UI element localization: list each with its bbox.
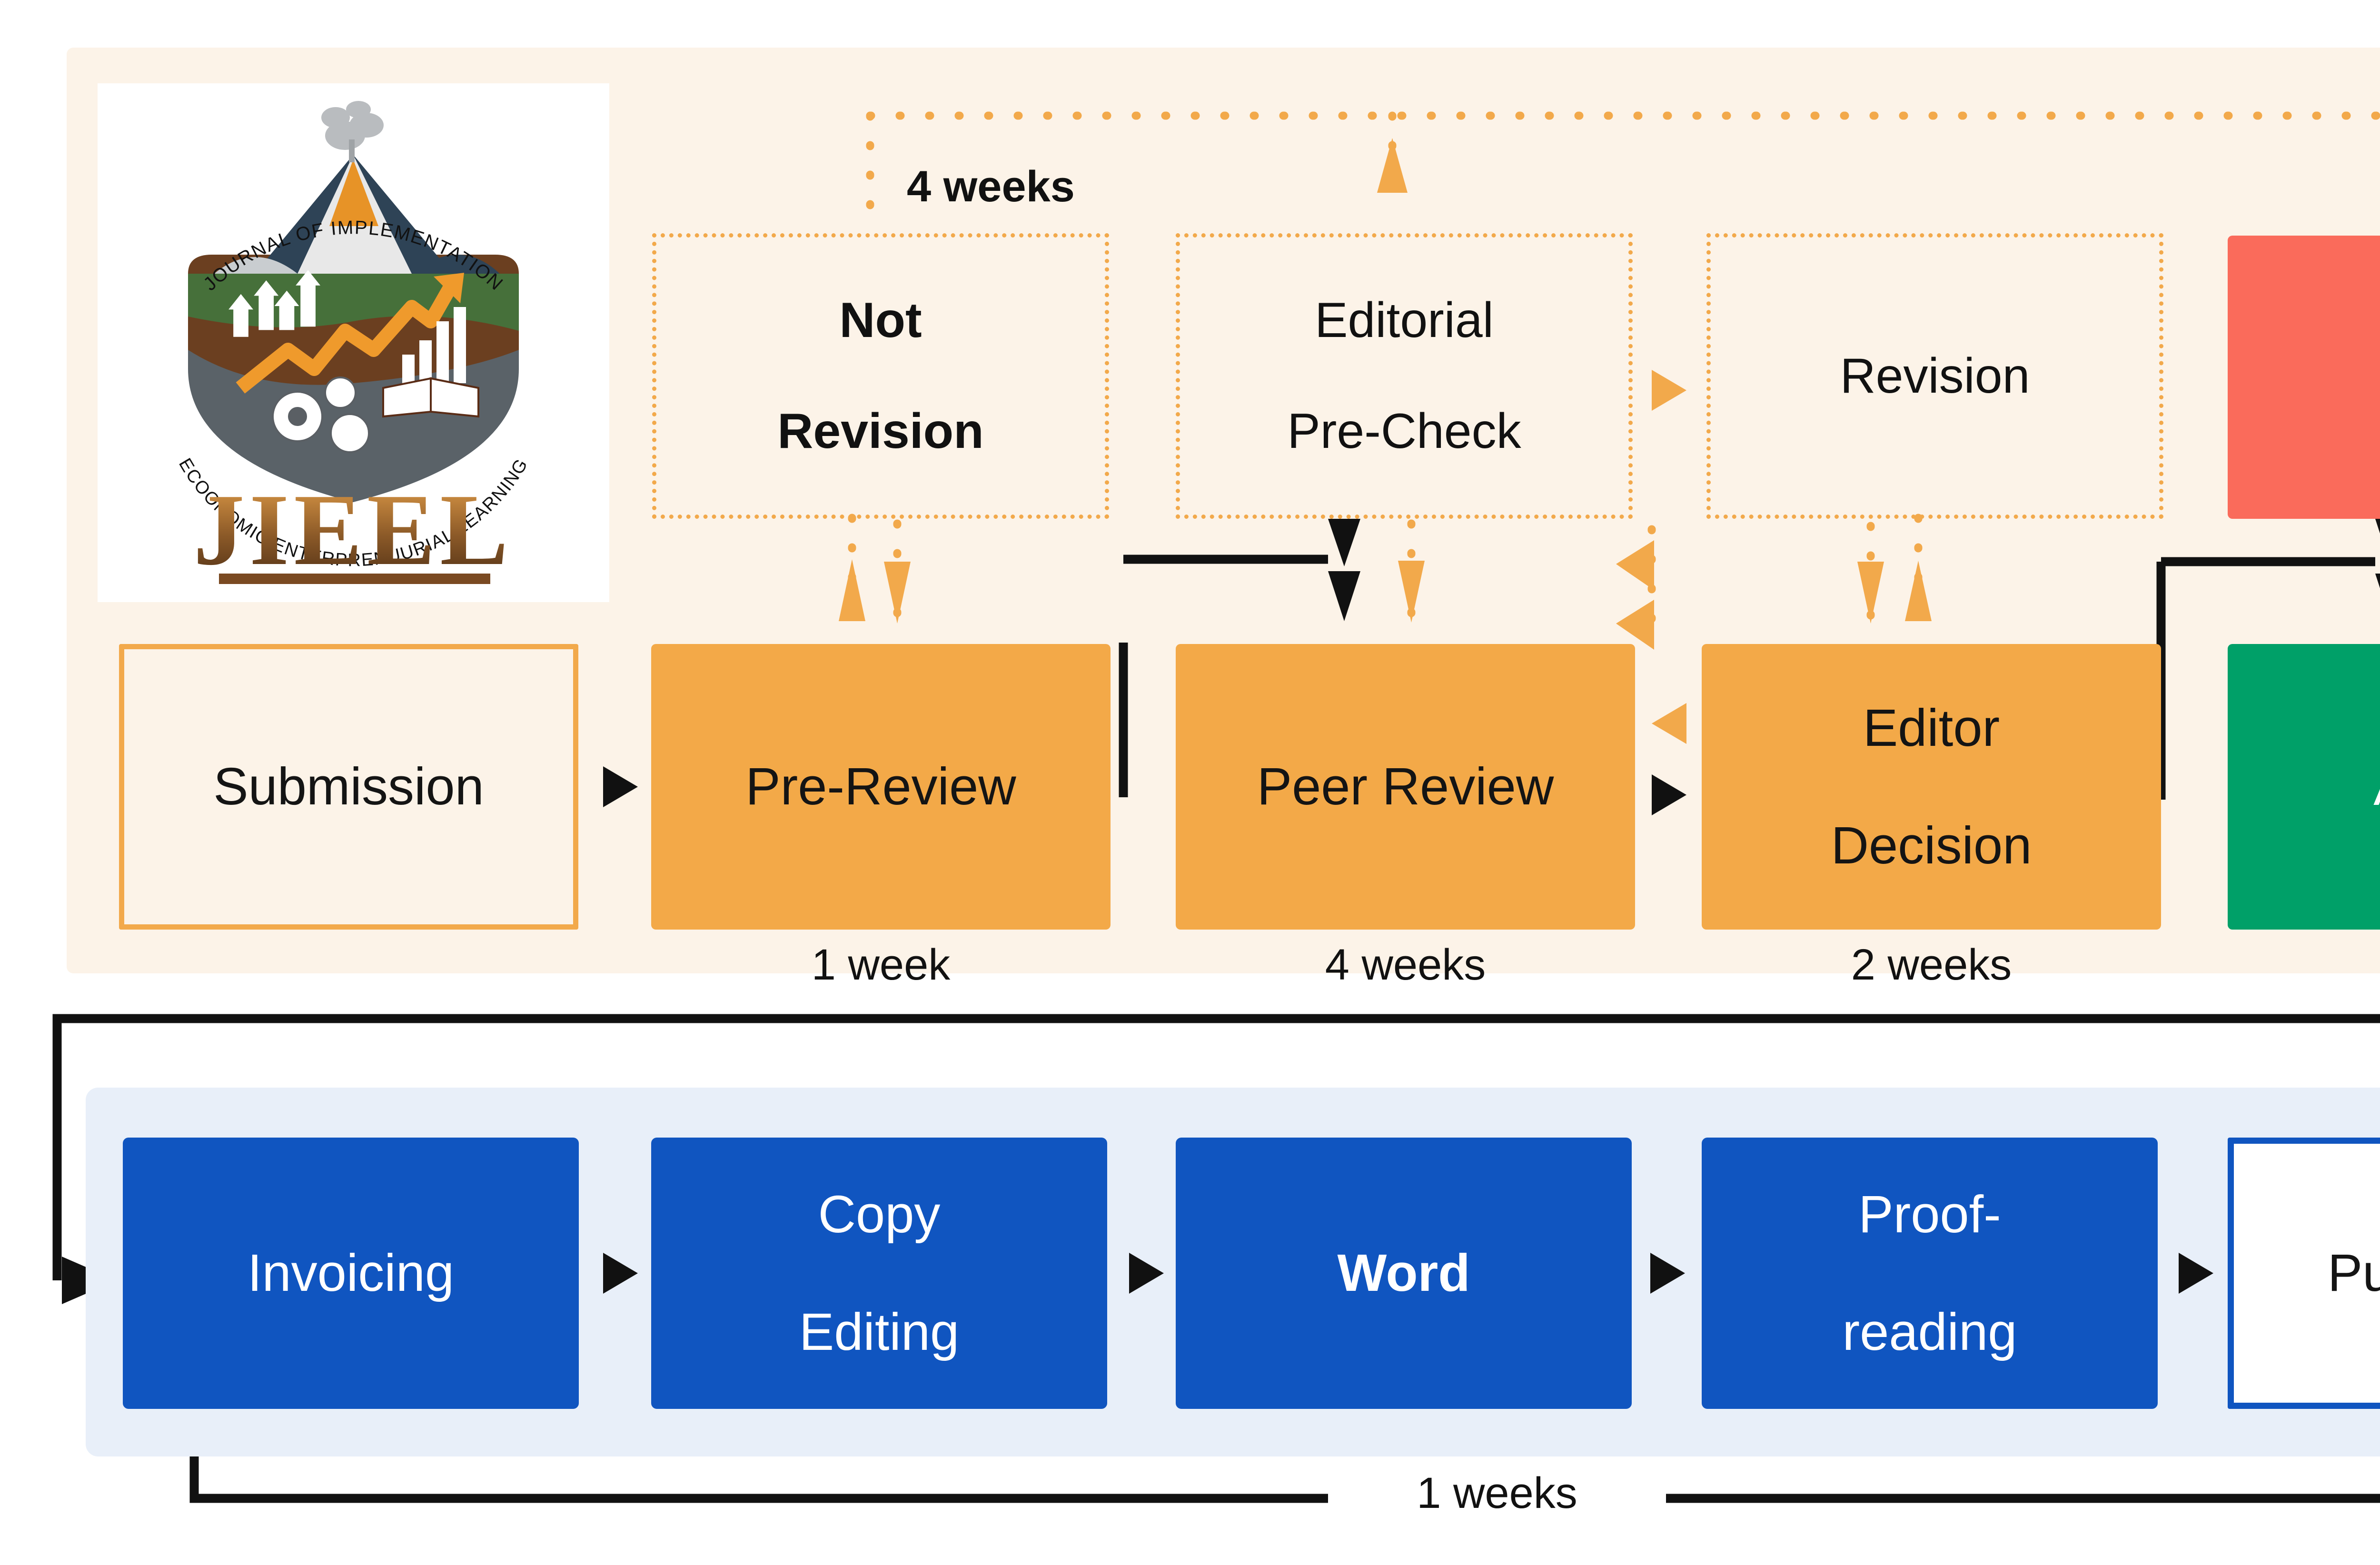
node-copy-editing[interactable]: Copy Editing [651, 1138, 1107, 1409]
node-submission-label: Submission [213, 757, 484, 816]
arrow-editorial-to-revision-icon [1652, 370, 1686, 411]
node-copy-editing-line1: Copy [818, 1185, 941, 1244]
node-copy-editing-line2: Editing [799, 1302, 960, 1361]
duration-editor-decision: 2 weeks [1851, 941, 2012, 989]
node-proof-reading-line1: Proof- [1858, 1185, 2001, 1244]
node-editor-decision-line1: Editor [1863, 699, 2000, 758]
arrow-invoicing-to-copy-editing-icon [603, 1253, 638, 1294]
node-submission[interactable]: Submission [119, 644, 578, 930]
logo-artwork: JOURNAL OF IMPLEMENTATION ECOONOMIC ENTE… [98, 83, 609, 602]
arrow-editor-decision-to-peer-review-icon [1652, 703, 1686, 744]
node-pre-review-label: Pre-Review [745, 757, 1016, 816]
node-peer-review-label: Peer Review [1257, 757, 1554, 816]
node-invoicing[interactable]: Invoicing [123, 1138, 579, 1409]
node-reject-label: Reject [2373, 347, 2380, 407]
duration-peer-review: 4 weeks [1325, 941, 1486, 989]
node-accept[interactable]: Accept [2228, 644, 2380, 930]
svg-text:JIEEL: JIEEL [193, 473, 513, 586]
node-word[interactable]: Word [1176, 1138, 1632, 1409]
node-word-label: Word [1337, 1244, 1470, 1303]
node-not-revision-line2: Revision [777, 404, 984, 459]
node-publication-label: Publication [2327, 1244, 2380, 1303]
arrow-proof-reading-to-publication-icon [2179, 1253, 2213, 1294]
node-proof-reading-line2: reading [1842, 1302, 2017, 1361]
node-accept-label: Accept [2367, 757, 2380, 816]
node-not-revision-line1: Not [839, 293, 922, 348]
arrow-peer-review-to-editor-decision-icon [1652, 774, 1686, 815]
node-not-revision[interactable]: Not Revision [652, 233, 1109, 519]
node-editorial-pre-check[interactable]: Editorial Pre-Check [1176, 233, 1633, 519]
duration-production-total: 1 weeks [1417, 1469, 1577, 1517]
duration-pre-review: 1 week [811, 941, 951, 989]
duration-loop-4-weeks: 4 weeks [907, 162, 1075, 211]
node-reject[interactable]: Reject [2228, 236, 2380, 519]
node-revision-label: Revision [1840, 348, 2030, 404]
node-peer-review[interactable]: Peer Review [1176, 644, 1635, 930]
arrow-submission-to-pre-review-icon [603, 766, 638, 807]
node-proof-reading[interactable]: Proof- reading [1702, 1138, 2158, 1409]
node-revision[interactable]: Revision [1706, 233, 2163, 519]
node-editor-decision-line2: Decision [1831, 816, 2032, 875]
arrow-copy-editing-to-word-icon [1129, 1253, 1164, 1294]
node-publication[interactable]: Publication [2228, 1138, 2380, 1409]
arrow-word-to-proof-reading-icon [1650, 1253, 1685, 1294]
jieel-journal-logo: JOURNAL OF IMPLEMENTATION ECOONOMIC ENTE… [98, 83, 609, 602]
node-editorial-pre-check-line2: Pre-Check [1287, 404, 1521, 459]
node-editorial-pre-check-line1: Editorial [1315, 293, 1494, 348]
node-editor-decision[interactable]: Editor Decision [1702, 644, 2161, 930]
node-invoicing-label: Invoicing [247, 1244, 455, 1303]
node-pre-review[interactable]: Pre-Review [651, 644, 1111, 930]
